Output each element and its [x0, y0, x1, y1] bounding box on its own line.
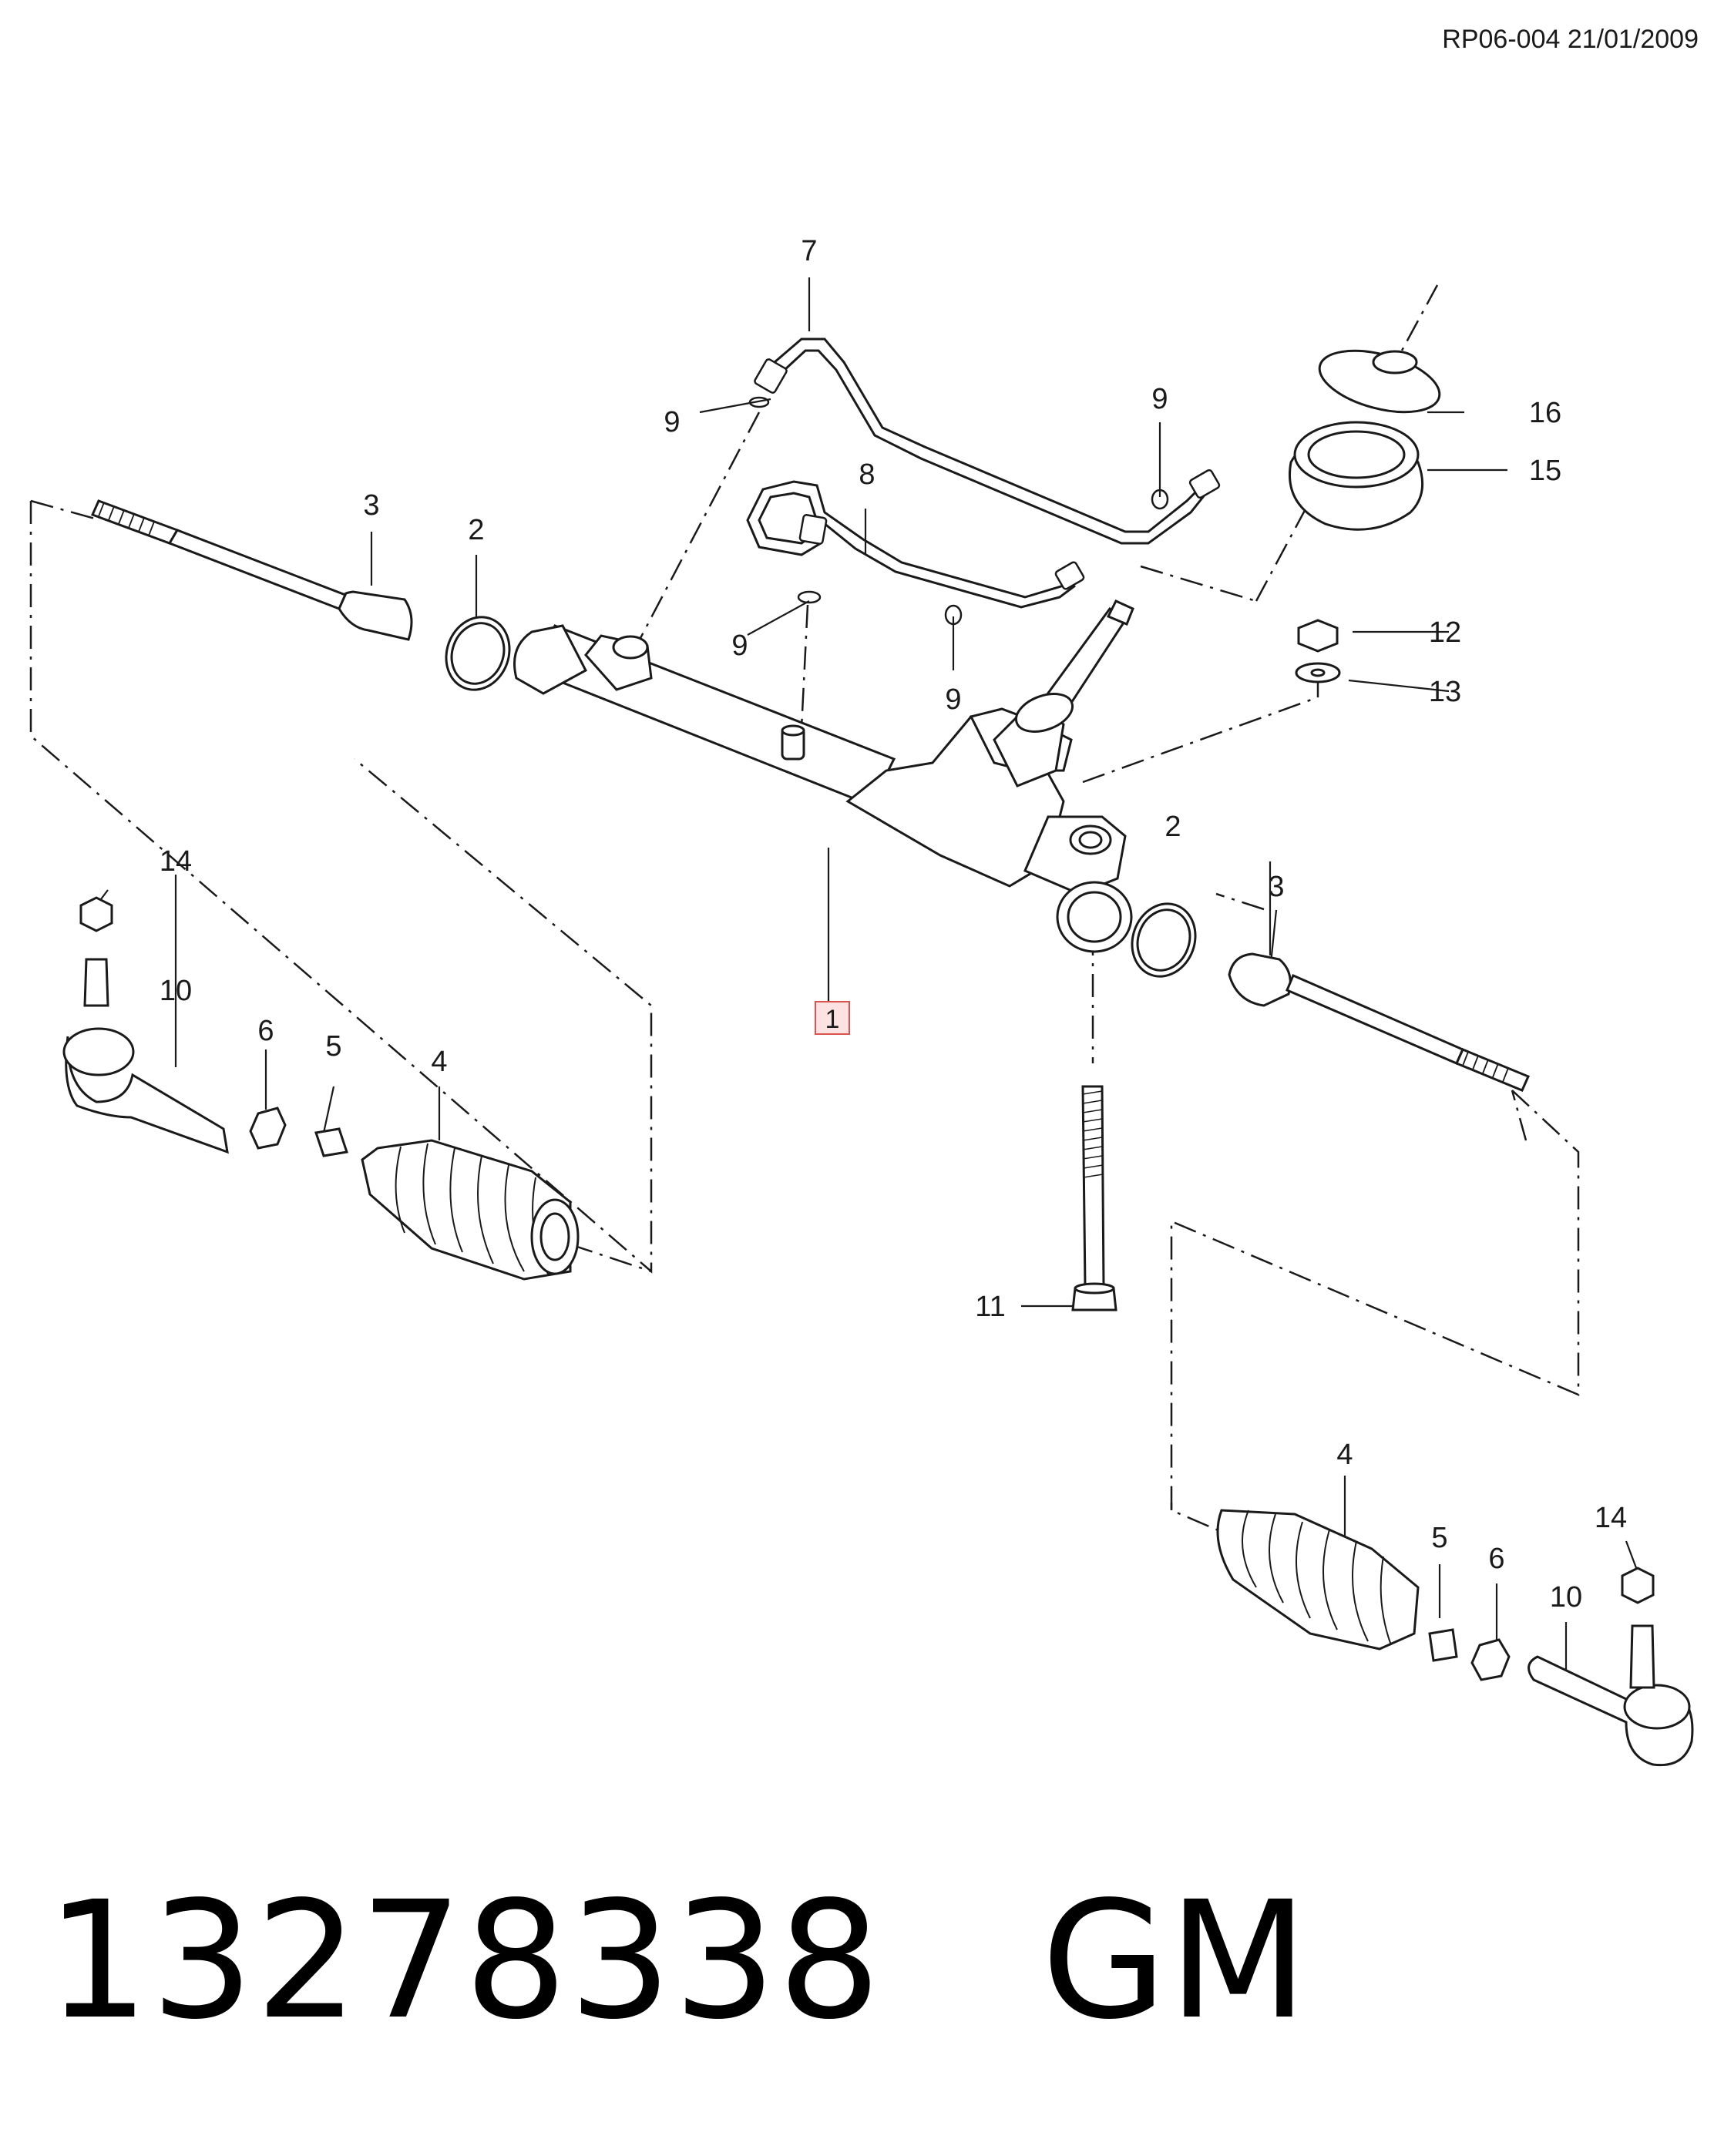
o-rings: [748, 396, 1169, 626]
callout-2-left: 2: [468, 514, 484, 546]
callout-6-right: 6: [1488, 1543, 1504, 1575]
upper-mount: [1289, 349, 1441, 531]
tie-rod-end-10-right-stud: [1629, 1624, 1655, 1689]
pipe-7-inner: [769, 349, 1208, 545]
mount-washer-16: [1318, 349, 1441, 414]
callout-3-left: 3: [363, 489, 379, 522]
left-tie-rod-guide-box: [29, 501, 653, 1274]
nut-14-left: [79, 896, 113, 932]
jam-nut-6-left: [249, 1107, 287, 1150]
callout-1-box: [815, 1001, 850, 1035]
boot-left-guide: [570, 1243, 652, 1273]
nut-14-right: [1621, 1567, 1655, 1604]
callout-9-pipe7-left: 9: [664, 406, 680, 438]
o-ring-9b: [1151, 489, 1169, 510]
callout-4-left: 4: [431, 1046, 447, 1078]
pipe-8-fitting-right: [1054, 561, 1085, 590]
seal-ring-left: [445, 616, 511, 691]
callout-5-right: 5: [1431, 1522, 1447, 1554]
left-outer-assembly: [62, 896, 580, 1281]
tie-rod-end-10-left-stud: [83, 958, 109, 1007]
clamp-5-right: [1428, 1628, 1458, 1662]
rack-left-bushing: [612, 635, 649, 660]
boot-4-right: [1216, 1509, 1420, 1651]
nut-12: [1297, 619, 1339, 653]
tie-rod-left-shaft: [167, 529, 348, 610]
brand-name: GM: [1041, 1866, 1310, 2055]
callout-labels: 7 8 9 9 9 9 3 2 16 15 12 13 2 3 14 10 6 …: [160, 235, 1627, 1614]
boot-right-inner-guide-2: [1511, 1090, 1527, 1141]
callout-12: 12: [1429, 616, 1461, 649]
callout-14-right: 14: [1595, 1502, 1627, 1534]
callout-5-left: 5: [325, 1030, 341, 1063]
document-reference: RP06-004 21/01/2009: [1442, 25, 1699, 54]
o-ring-9a: [748, 396, 770, 408]
callout-16: 16: [1529, 397, 1561, 429]
callout-9-pipe8-left: 9: [731, 630, 748, 662]
callout-10-right: 10: [1550, 1581, 1582, 1614]
pipe-7-fitting-right: [1188, 468, 1221, 499]
input-shaft-tip: [1106, 599, 1134, 626]
callout-14-left: 14: [160, 845, 192, 878]
callout-8: 8: [859, 458, 875, 491]
upper-mount-guide: [1140, 565, 1257, 603]
tie-rod-left: [90, 499, 413, 641]
hydraulic-pipes: [746, 338, 1208, 609]
tie-rod-end-10-left-body: [65, 1036, 229, 1154]
callout-3-right: 3: [1268, 871, 1284, 903]
callout-10-left: 10: [160, 975, 192, 1007]
nut-washer-right: [1295, 619, 1341, 683]
pipe-7: [758, 338, 1204, 533]
callout-4-right: 4: [1336, 1439, 1353, 1471]
dash-dot-guide-lines: [29, 284, 1580, 1535]
mounting-bolt-11: [1071, 1085, 1117, 1311]
nut-guide: [1082, 696, 1319, 784]
tie-rod-left-ball-joint: [338, 590, 413, 641]
tie-rod-left-threads: [90, 499, 180, 545]
part-number: 13278338: [46, 1866, 882, 2055]
pipe-fittings: [754, 358, 1221, 590]
callout-6-left: 6: [257, 1015, 274, 1047]
callout-13: 13: [1429, 676, 1461, 708]
seal-ring-right: [1131, 902, 1197, 978]
pinion-collar: [1015, 693, 1074, 733]
o-ring-9c: [797, 590, 822, 604]
jam-nut-6-right: [1470, 1638, 1511, 1681]
pipe-8-inner: [758, 492, 1076, 609]
rack-tube: [529, 624, 896, 807]
callout-11: 11: [975, 1291, 1005, 1323]
tie-rod-end-10-right-body: [1527, 1655, 1694, 1767]
rack-left-end: [513, 624, 588, 695]
callout-15: 15: [1529, 455, 1561, 487]
callout-7: 7: [801, 235, 817, 267]
clamp-5-left: [314, 1127, 348, 1157]
pipe-8: [746, 480, 1080, 599]
right-tie-rod-guide-box: [1170, 1090, 1580, 1535]
boot-right-inner-guide: [1215, 892, 1265, 911]
callout-1: 1: [825, 1005, 840, 1034]
part-1-highlight: 1: [815, 1001, 850, 1035]
o-ring-9d: [944, 604, 963, 626]
tie-rod-right-ball-joint: [1228, 952, 1292, 1007]
callout-2-right: 2: [1165, 811, 1181, 843]
callout-9-pipe7-right: 9: [1151, 383, 1168, 415]
callout-9-pipe8-right: 9: [945, 683, 961, 716]
leader-lines: [96, 277, 1639, 1672]
tie-rod-right: [1228, 952, 1530, 1092]
pipe-guide-mid: [800, 604, 809, 729]
part-number-caption: 13278338 GM: [46, 1880, 1309, 2042]
tie-rod-right-shaft: [1286, 974, 1464, 1065]
pipe-8-fitting-left: [798, 514, 828, 545]
rack-housing: [513, 599, 1134, 953]
tie-rod-right-threads: [1455, 1048, 1530, 1092]
pipe-guide-left: [638, 411, 761, 640]
pipe-7-fitting-left: [754, 358, 788, 394]
left-inner-guide: [30, 499, 101, 522]
right-outer-assembly: [1216, 1509, 1694, 1767]
